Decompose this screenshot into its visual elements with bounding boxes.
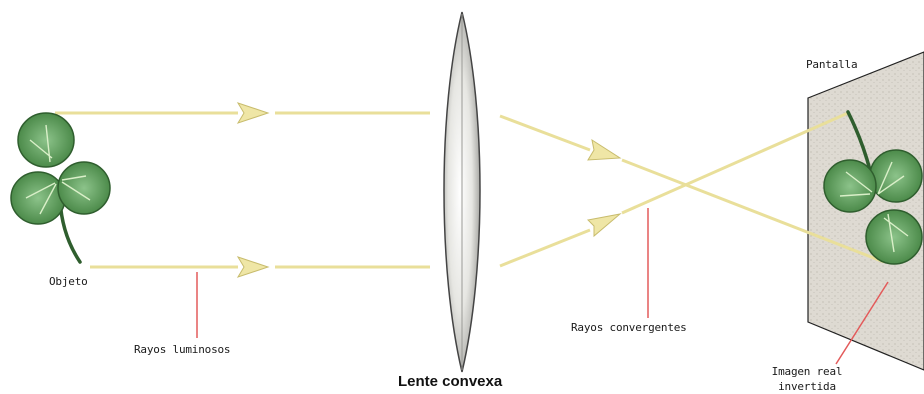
convex-lens [444,12,480,372]
pointer-lines [197,208,888,364]
label-lente-convexa: Lente convexa [398,373,502,390]
label-rayos-convergentes: Rayos convergentes [571,321,687,334]
label-imagen-real: Imagen real [752,365,862,378]
arrowhead-converging-down [588,140,620,160]
label-objeto: Objeto [49,275,88,288]
label-pantalla: Pantalla [806,58,857,71]
label-invertida: invertida [752,380,862,393]
label-rayos-luminosos: Rayos luminosos [134,343,230,356]
converging-ray-down-1 [500,116,590,150]
arrowhead-converging-up [588,214,620,236]
object-clover-icon [11,113,110,262]
arrowhead-bottom [238,257,268,277]
arrowhead-top [238,103,268,123]
converging-ray-up-1 [500,230,590,266]
screen-panel [808,52,924,370]
incoming-rays [55,103,430,277]
